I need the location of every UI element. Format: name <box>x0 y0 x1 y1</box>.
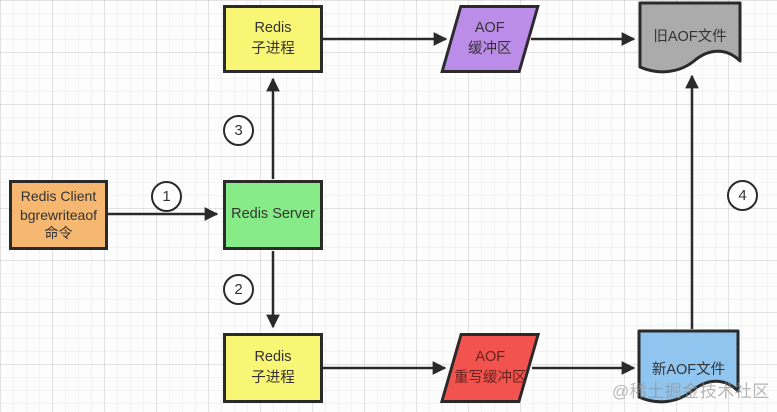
node-redis-client-command: Redis Client bgrewriteaof 命令 <box>9 180 108 250</box>
node-label: Redis 子进程 <box>251 348 295 386</box>
step-number: 1 <box>162 188 171 205</box>
step-number: 4 <box>738 187 747 204</box>
document-shape <box>638 1 742 74</box>
node-label: Redis 子进程 <box>251 19 295 57</box>
node-aof-buffer: AOF 缓冲区 <box>440 5 540 73</box>
node-redis-server: Redis Server <box>223 180 323 250</box>
step-number: 2 <box>234 281 243 298</box>
node-redis-child-process-bottom: Redis 子进程 <box>223 333 323 403</box>
step-badge-4: 4 <box>727 180 758 211</box>
node-label: AOF 重写缓冲区 <box>453 348 527 386</box>
node-label: Redis Server <box>231 206 315 223</box>
step-badge-2: 2 <box>223 274 254 305</box>
node-new-aof-file: 新AOF文件 <box>637 329 740 409</box>
node-old-aof-file: 旧AOF文件 <box>638 1 742 79</box>
document-shape <box>637 329 740 404</box>
watermark: @稀土掘金技术社区 <box>612 382 770 401</box>
node-aof-rewrite-buffer: AOF 重写缓冲区 <box>439 333 541 403</box>
node-label: AOF 缓冲区 <box>468 19 512 57</box>
step-number: 3 <box>234 122 243 139</box>
node-label: 新AOF文件 <box>651 362 726 378</box>
step-badge-3: 3 <box>223 115 254 146</box>
node-redis-child-process-top: Redis 子进程 <box>223 5 323 73</box>
step-badge-1: 1 <box>151 181 182 212</box>
node-label: Redis Client bgrewriteaof 命令 <box>19 188 98 242</box>
node-label: 旧AOF文件 <box>653 29 727 45</box>
